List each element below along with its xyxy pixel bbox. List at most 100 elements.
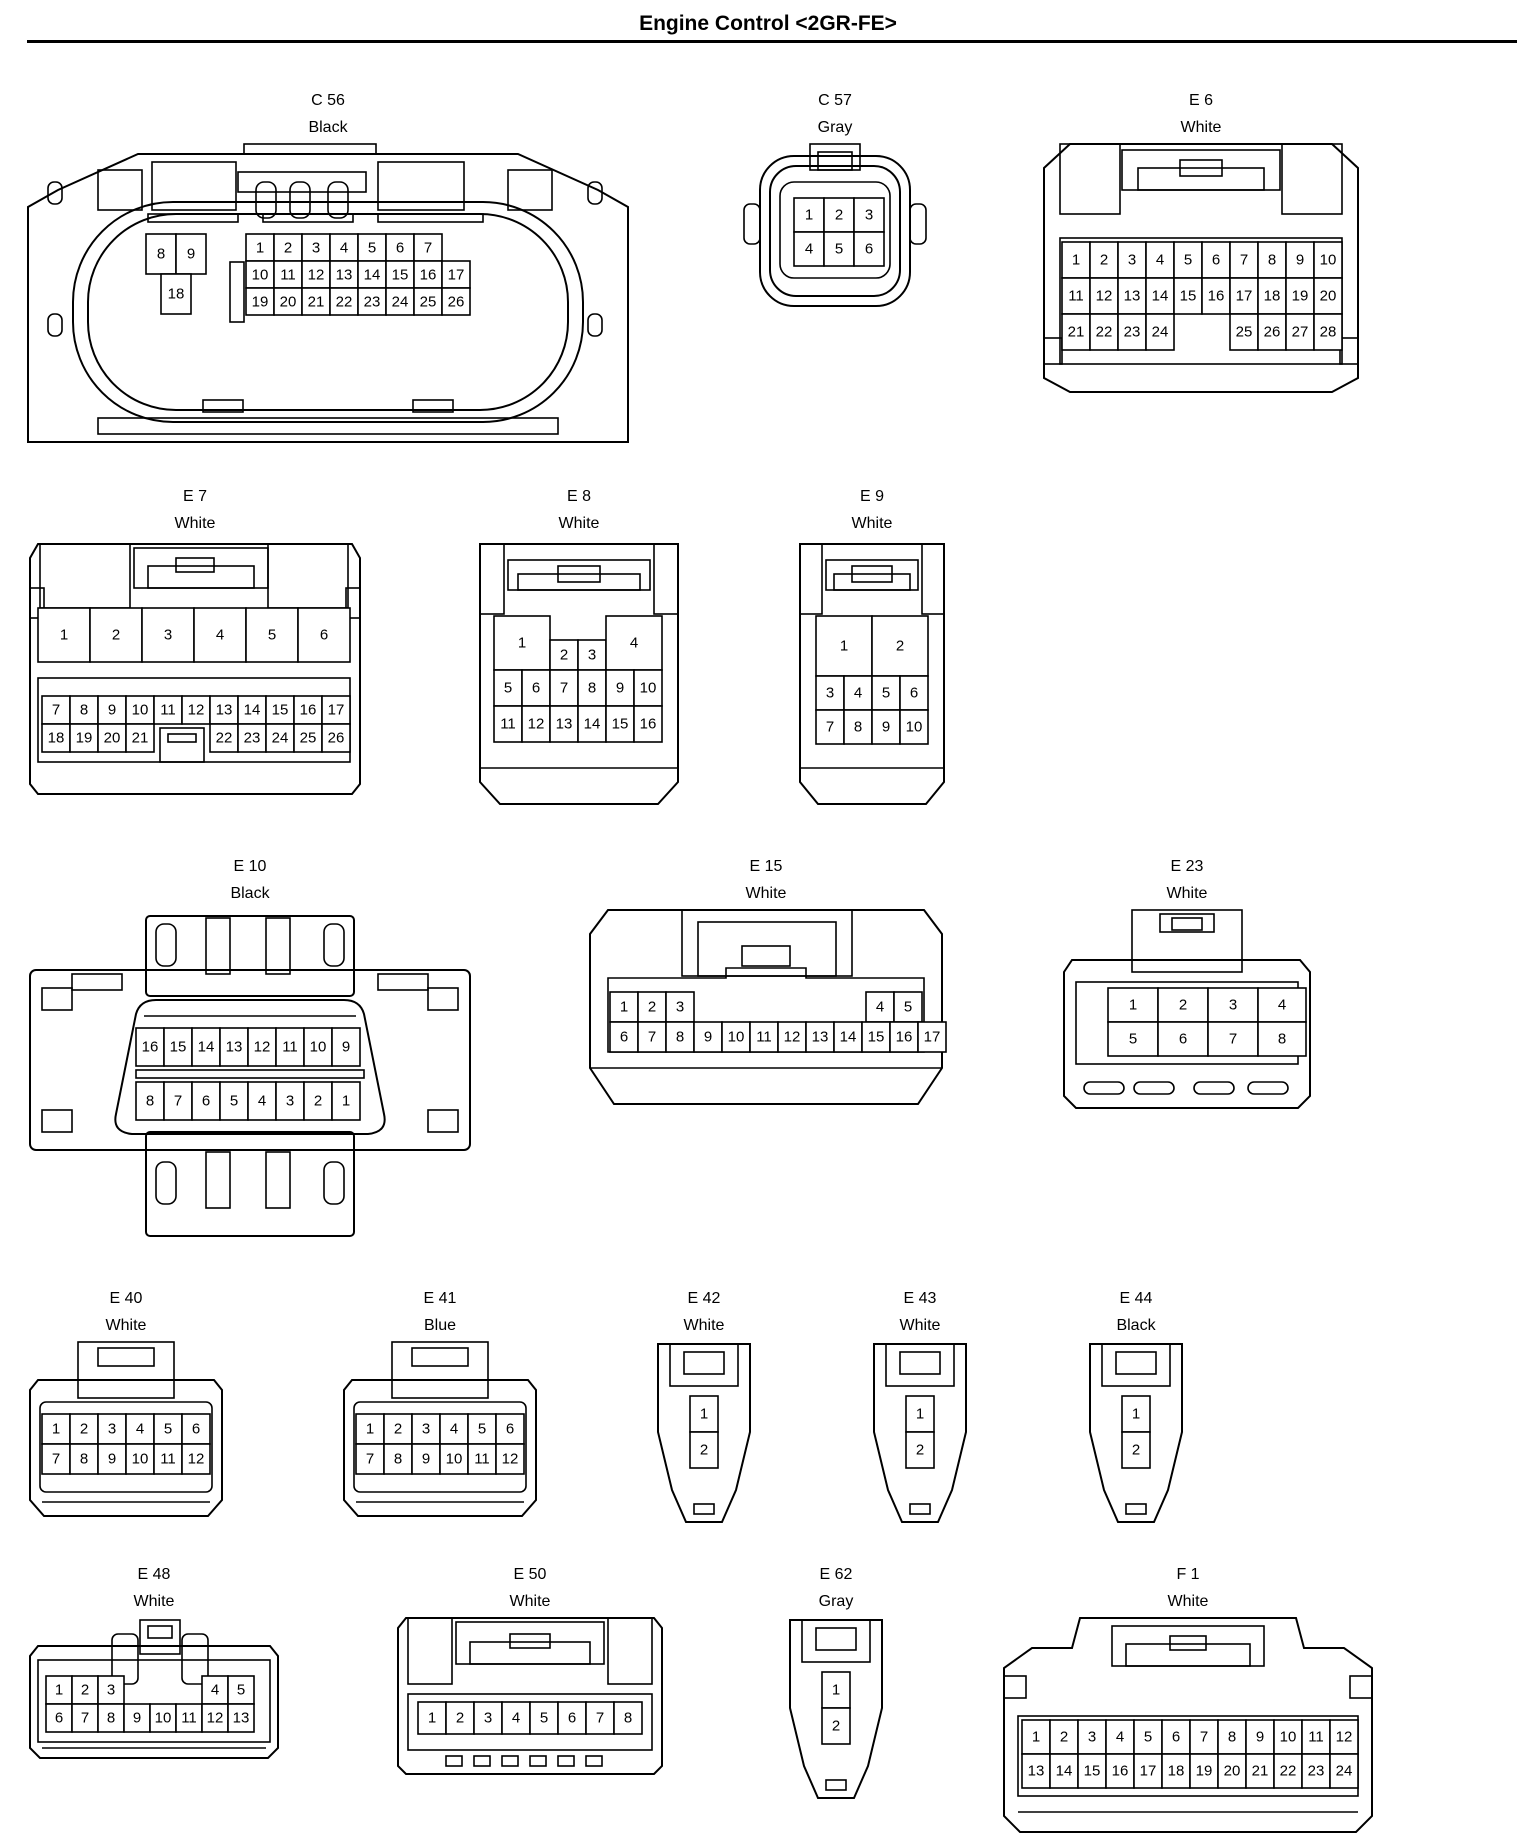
svg-text:12: 12 xyxy=(254,1039,271,1056)
connector-id: C 56 xyxy=(311,92,345,109)
svg-text:16: 16 xyxy=(1112,1763,1129,1780)
svg-text:9: 9 xyxy=(1296,252,1304,269)
svg-text:14: 14 xyxy=(840,1029,857,1046)
connector-e50: E 50 White 1 2 3 4 5 6 7 8 xyxy=(396,1566,664,1776)
svg-text:3: 3 xyxy=(108,1421,116,1438)
svg-text:16: 16 xyxy=(142,1039,159,1056)
svg-text:18: 18 xyxy=(1264,288,1281,305)
connector-id: E 6 xyxy=(1188,92,1213,109)
svg-text:5: 5 xyxy=(882,685,890,702)
connector-e7: E 7 White 1 2 3 4 5 6 7 8 9 10 11 12 13 … xyxy=(28,488,362,798)
svg-text:7: 7 xyxy=(424,240,432,257)
svg-text:3: 3 xyxy=(312,240,320,257)
connector-e43: E 43 White 1 2 xyxy=(872,1290,968,1526)
connector-color: White xyxy=(745,885,787,902)
svg-text:1: 1 xyxy=(60,627,68,644)
connector-id: E 41 xyxy=(423,1290,457,1307)
svg-text:11: 11 xyxy=(282,1039,298,1056)
connector-color: Gray xyxy=(817,119,853,136)
svg-text:9: 9 xyxy=(133,1710,141,1727)
connector-e44: E 44 Black 1 2 xyxy=(1088,1290,1184,1526)
svg-text:4: 4 xyxy=(216,627,224,644)
connector-color: White xyxy=(105,1317,147,1334)
svg-text:14: 14 xyxy=(244,702,261,719)
svg-text:5: 5 xyxy=(237,1682,245,1699)
svg-text:13: 13 xyxy=(226,1039,243,1056)
svg-text:21: 21 xyxy=(308,294,325,311)
connector-color: White xyxy=(558,515,600,532)
svg-text:25: 25 xyxy=(300,730,317,747)
svg-text:1: 1 xyxy=(1129,997,1137,1014)
svg-text:6: 6 xyxy=(620,1029,628,1046)
svg-text:15: 15 xyxy=(1180,288,1197,305)
connector-c57: C 57 Gray 1 2 3 4 5 6 xyxy=(742,92,928,314)
connector-e9: E 9 White 1 2 3 4 5 6 7 8 9 10 xyxy=(798,488,946,808)
connector-e23-drawing: 1 2 3 4 5 6 7 8 xyxy=(1063,909,1311,1109)
svg-text:5: 5 xyxy=(1144,1729,1152,1746)
svg-text:10: 10 xyxy=(132,702,149,719)
svg-text:3: 3 xyxy=(286,1093,294,1110)
svg-text:2: 2 xyxy=(832,1718,840,1735)
svg-text:5: 5 xyxy=(904,999,912,1016)
svg-text:4: 4 xyxy=(211,1682,219,1699)
svg-text:5: 5 xyxy=(835,241,843,258)
svg-text:3: 3 xyxy=(865,207,873,224)
svg-text:2: 2 xyxy=(1132,1442,1140,1459)
svg-text:12: 12 xyxy=(1336,1729,1353,1746)
svg-text:3: 3 xyxy=(484,1710,492,1727)
svg-text:4: 4 xyxy=(1116,1729,1124,1746)
svg-text:24: 24 xyxy=(1336,1763,1353,1780)
svg-text:7: 7 xyxy=(1240,252,1248,269)
svg-text:1: 1 xyxy=(832,1682,840,1699)
svg-text:6: 6 xyxy=(55,1710,63,1727)
connector-id: E 9 xyxy=(859,488,884,505)
svg-text:4: 4 xyxy=(258,1093,266,1110)
svg-text:2: 2 xyxy=(560,647,568,664)
svg-text:20: 20 xyxy=(1224,1763,1241,1780)
svg-text:9: 9 xyxy=(342,1039,350,1056)
svg-text:4: 4 xyxy=(1156,252,1164,269)
svg-text:1: 1 xyxy=(518,635,526,652)
svg-text:22: 22 xyxy=(1280,1763,1297,1780)
svg-text:8: 8 xyxy=(80,702,88,719)
connector-e48-drawing: 1 2 3 4 5 6 7 8 9 10 11 12 13 xyxy=(29,1619,279,1759)
connector-color: White xyxy=(899,1317,941,1334)
svg-text:23: 23 xyxy=(1124,324,1141,341)
title-rule xyxy=(27,40,1517,43)
svg-text:8: 8 xyxy=(1268,252,1276,269)
svg-text:8: 8 xyxy=(157,246,165,263)
svg-text:17: 17 xyxy=(328,702,345,719)
svg-text:5: 5 xyxy=(504,680,512,697)
svg-text:13: 13 xyxy=(1028,1763,1045,1780)
svg-text:10: 10 xyxy=(155,1710,172,1727)
connector-e50-drawing: 1 2 3 4 5 6 7 8 xyxy=(397,1617,663,1775)
svg-text:9: 9 xyxy=(882,719,890,736)
connector-id: E 7 xyxy=(182,488,207,505)
svg-text:4: 4 xyxy=(854,685,862,702)
connector-color: White xyxy=(851,515,893,532)
svg-text:2: 2 xyxy=(1100,252,1108,269)
connector-id: E 42 xyxy=(687,1290,721,1307)
c56-cavity-grid: 8 9 18 1 2 3 4 5 6 7 10 11 12 13 14 15 1… xyxy=(145,233,471,316)
svg-text:11: 11 xyxy=(756,1029,772,1046)
svg-text:3: 3 xyxy=(422,1421,430,1438)
svg-text:1: 1 xyxy=(1032,1729,1040,1746)
svg-text:20: 20 xyxy=(104,730,121,747)
svg-text:1: 1 xyxy=(366,1421,374,1438)
connector-e6: E 6 White 1 2 3 4 5 6 7 8 9 10 11 12 13 … xyxy=(1042,92,1360,398)
svg-text:1: 1 xyxy=(916,1406,924,1423)
svg-text:5: 5 xyxy=(478,1421,486,1438)
svg-text:15: 15 xyxy=(170,1039,187,1056)
svg-text:8: 8 xyxy=(1278,1031,1286,1048)
svg-text:6: 6 xyxy=(568,1710,576,1727)
svg-text:3: 3 xyxy=(676,999,684,1016)
connector-id: E 50 xyxy=(513,1566,547,1583)
svg-text:23: 23 xyxy=(364,294,381,311)
svg-text:6: 6 xyxy=(1212,252,1220,269)
svg-text:7: 7 xyxy=(1229,1031,1237,1048)
svg-text:17: 17 xyxy=(924,1029,941,1046)
svg-text:16: 16 xyxy=(640,716,657,733)
connector-e62: E 62 Gray 1 2 xyxy=(788,1566,884,1802)
connector-f1: F 1 White 1 2 3 4 5 6 7 8 9 10 11 12 13 … xyxy=(1002,1566,1374,1834)
